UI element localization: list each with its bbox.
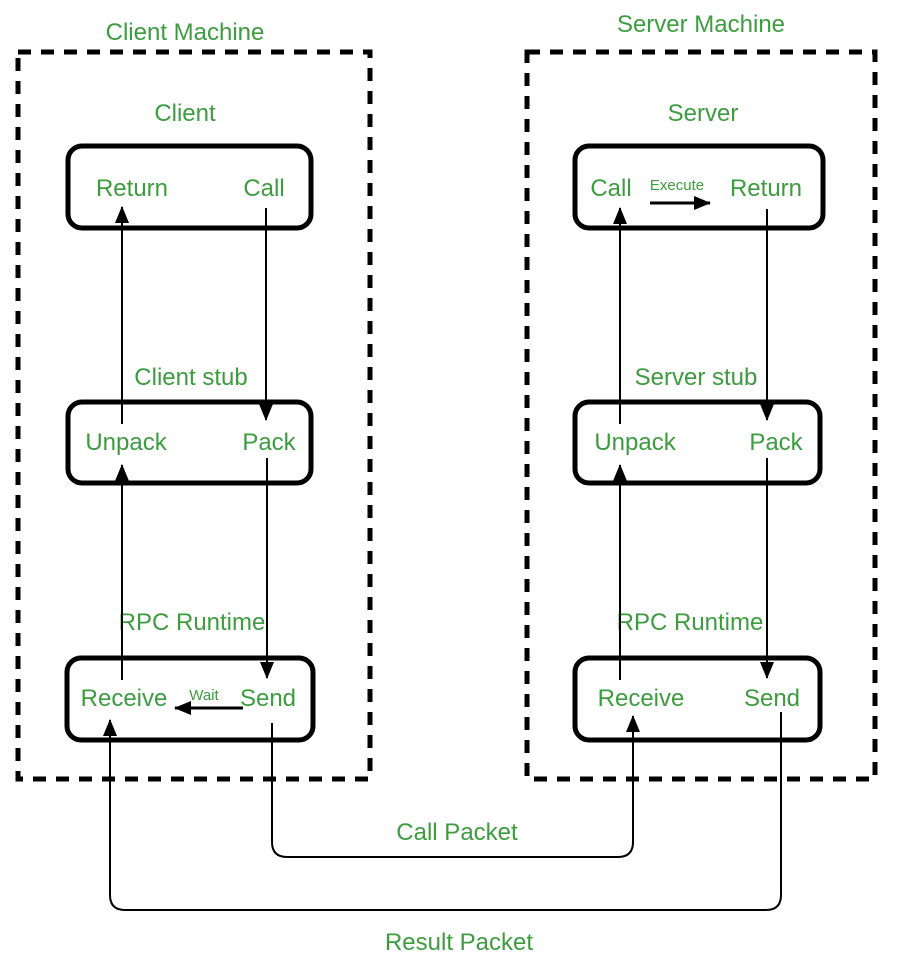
client-process-box xyxy=(65,143,314,231)
client-stub-box xyxy=(65,399,314,486)
server-stub-label: Server stub xyxy=(635,364,758,391)
call-packet-label: Call Packet xyxy=(396,819,518,846)
server-send-label: Send xyxy=(744,685,800,712)
server-receive-label: Receive xyxy=(598,685,685,712)
server-runtime-box xyxy=(572,655,823,743)
client-call-label: Call xyxy=(243,175,284,202)
client-send-label: Send xyxy=(240,685,296,712)
server-machine-title: Server Machine xyxy=(617,11,785,38)
result-packet-label: Result Packet xyxy=(385,929,533,956)
client-runtime-box xyxy=(64,655,316,743)
server-stub-box xyxy=(572,399,823,486)
result-packet-arrow xyxy=(103,712,782,911)
server-call-label: Call xyxy=(590,175,631,202)
client-machine-boundary xyxy=(15,49,373,782)
server-machine-boundary xyxy=(524,49,878,782)
client-wait-label: Wait xyxy=(189,687,219,704)
client-runtime-label: RPC Runtime xyxy=(119,609,266,636)
client-unpack-label: Unpack xyxy=(85,429,167,456)
server-process-box xyxy=(572,143,826,231)
server-runtime-label: RPC Runtime xyxy=(617,609,764,636)
client-process-label: Client xyxy=(154,100,216,127)
client-receive-label: Receive xyxy=(81,685,168,712)
server-return-label: Return xyxy=(730,175,802,202)
server-unpack-label: Unpack xyxy=(594,429,676,456)
client-pack-label: Pack xyxy=(242,429,296,456)
client-machine-title: Client Machine xyxy=(106,19,265,46)
server-execute-label: Execute xyxy=(650,177,704,194)
client-stub-label: Client stub xyxy=(134,364,247,391)
call-packet-arrow xyxy=(271,715,640,858)
client-return-label: Return xyxy=(96,175,168,202)
server-pack-label: Pack xyxy=(749,429,803,456)
server-process-label: Server xyxy=(668,100,739,127)
